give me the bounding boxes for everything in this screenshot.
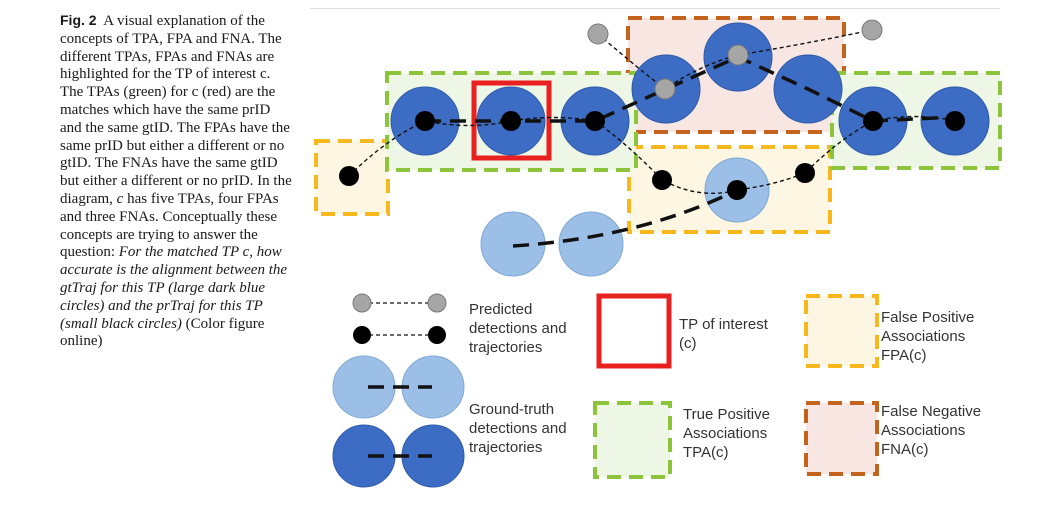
pred-trajectory-grey xyxy=(597,29,873,90)
legend-fna-box xyxy=(804,401,879,476)
legend-tp-label-1: TP of interest xyxy=(679,316,769,333)
gt-trajectory-main xyxy=(425,55,956,123)
legend-gt-label-2: detections and xyxy=(469,420,567,437)
pred-grey-dot-4 xyxy=(861,19,883,41)
legend-tpa-label-3: TPA(c) xyxy=(683,444,729,461)
legend-predicted-label-3: trajectories xyxy=(469,339,542,356)
caption-question: For the matched TP c, how accurate is th… xyxy=(60,244,288,332)
legend-fna-label-3: FNA(c) xyxy=(881,441,929,458)
legend-fpa-box xyxy=(804,294,879,368)
gt-circle-light-3 xyxy=(558,211,624,277)
figure-label: Fig. 2 xyxy=(60,12,97,28)
caption-text-2: has five TPAs, four FPAs and three FNAs.… xyxy=(60,190,279,261)
pred-dot-8 xyxy=(863,111,883,131)
pred-dot-2 xyxy=(415,111,435,131)
legend-predicted-label-1: Predicted xyxy=(469,301,532,318)
legend-tp-label-2: (c) xyxy=(679,335,697,352)
top-rule xyxy=(310,8,1000,9)
legend-fpa-label-3: FPA(c) xyxy=(881,347,927,364)
legend-gt-label-3: trajectories xyxy=(469,439,542,456)
legend-fpa-label-2: Associations xyxy=(881,328,965,345)
legend-predicted xyxy=(352,293,447,344)
caption-text-1: A visual explanation of the concepts of … xyxy=(60,13,292,207)
pred-grey-dot-2 xyxy=(654,78,676,100)
gt-trajectory-light xyxy=(512,188,738,248)
pred-dot-1 xyxy=(339,166,359,186)
caption-c-variable: c xyxy=(116,190,124,207)
pred-dot-9 xyxy=(945,111,965,131)
pred-grey-dot-1 xyxy=(587,23,609,45)
legend-tpa-label-2: Associations xyxy=(683,425,767,442)
pred-grey-dot-3 xyxy=(727,44,749,66)
tp-interest-box xyxy=(471,80,552,161)
pred-dot-4 xyxy=(585,111,605,131)
pred-dot-5 xyxy=(652,170,672,190)
legend-tpa-box xyxy=(593,401,672,479)
legend-ground-truth xyxy=(332,355,465,488)
caption-text-3: (Color figure online) xyxy=(60,315,265,350)
figure-caption: Fig. 2 A visual explanation of the conce… xyxy=(60,12,292,351)
legend-tpa-label-1: True Positive xyxy=(683,406,770,423)
pred-dot-7 xyxy=(795,163,815,183)
legend-tp-box xyxy=(596,293,672,369)
legend-fna-label-2: Associations xyxy=(881,422,965,439)
legend-predicted-label-2: detections and xyxy=(469,320,567,337)
gt-circle-light-2 xyxy=(480,211,546,277)
legend-fna-label-1: False Negative xyxy=(881,403,981,420)
legend-gt-label-1: Ground-truth xyxy=(469,401,554,418)
pred-dot-6 xyxy=(727,180,747,200)
pred-dot-3 xyxy=(501,111,521,131)
legend-fpa-label-1: False Positive xyxy=(881,309,974,326)
